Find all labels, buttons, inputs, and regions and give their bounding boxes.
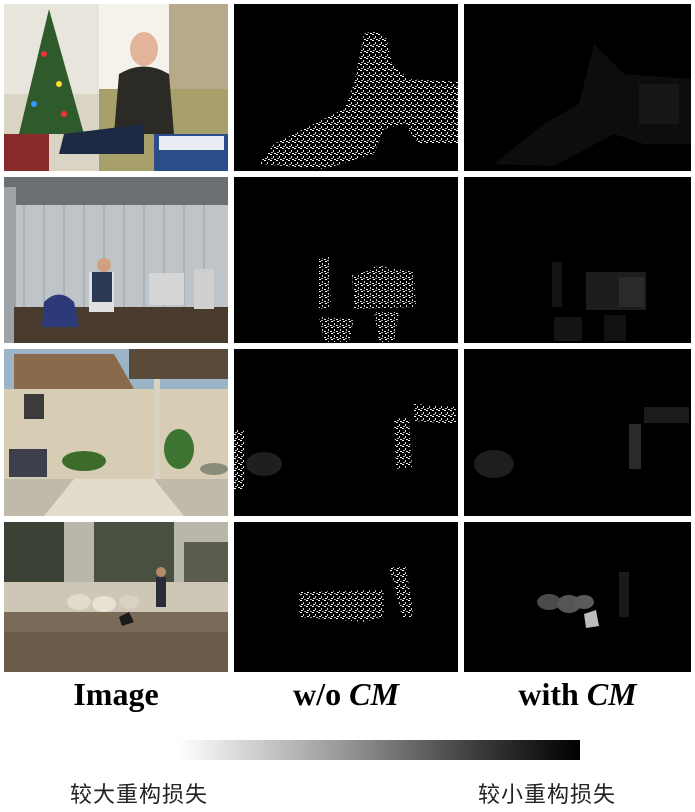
row2-with-cm-map	[464, 177, 691, 343]
row1-with-cm-map	[464, 4, 691, 171]
row4-without-cm-map	[234, 522, 458, 672]
row4-photo	[4, 522, 228, 672]
loss-gradient-bar	[178, 740, 580, 760]
row1-photo	[4, 4, 228, 171]
legend-label-large-loss: 较大重构损失	[70, 783, 209, 808]
column-header-with-cm: with CM	[518, 676, 637, 712]
column-header-without-cm: w/o CM	[293, 676, 399, 712]
row3-photo	[4, 349, 228, 516]
row3-without-cm-map	[234, 349, 458, 516]
row2-without-cm-map	[234, 177, 458, 343]
row2-photo	[4, 177, 228, 343]
row4-with-cm-map	[464, 522, 691, 672]
legend-label-small-loss: 较小重构损失	[478, 783, 617, 808]
row3-with-cm-map	[464, 349, 691, 516]
row1-without-cm-map	[234, 4, 458, 171]
column-header-image: Image	[73, 676, 159, 712]
